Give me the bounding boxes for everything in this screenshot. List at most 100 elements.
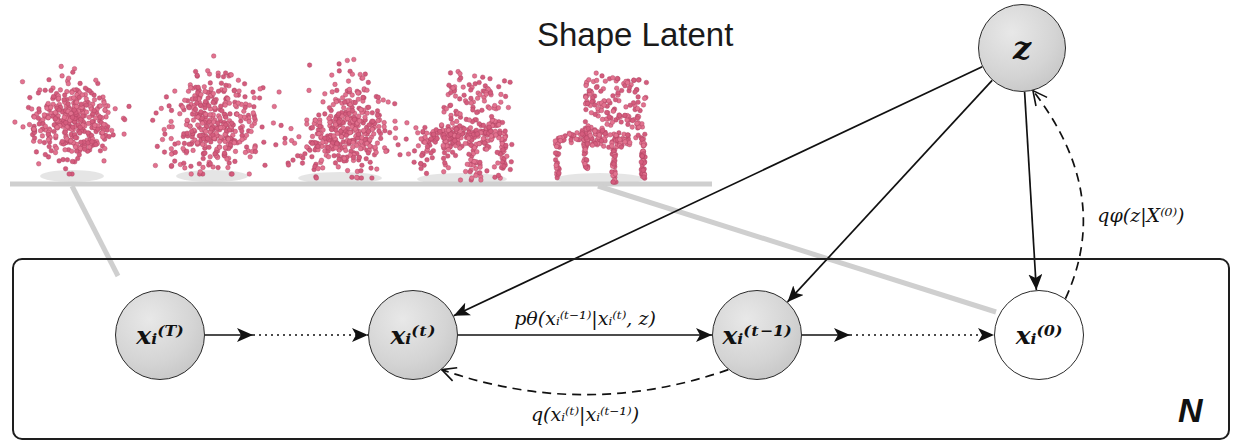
cloud-point — [447, 83, 452, 88]
cloud-point — [639, 160, 644, 165]
cloud-point — [361, 76, 366, 81]
cloud-point — [189, 164, 194, 169]
cloud-point — [317, 131, 322, 136]
cloud-point — [611, 180, 616, 185]
cloud-point — [78, 81, 83, 86]
cloud-point — [162, 150, 167, 155]
cloud-point — [236, 78, 241, 83]
cloud-point — [47, 144, 52, 149]
cloud-point — [611, 108, 616, 113]
cloud-point — [357, 155, 362, 160]
cloud-point — [295, 153, 300, 158]
cloud-point — [100, 135, 105, 140]
cloud-point — [454, 127, 459, 132]
cloud-point — [185, 118, 190, 123]
cloud-point — [326, 154, 331, 159]
cloud-point — [480, 108, 485, 113]
cloud-point — [599, 89, 604, 94]
cloud-point — [223, 71, 228, 76]
cloud-point — [314, 176, 319, 181]
cloud-point — [327, 116, 332, 121]
connector-segment — [205, 334, 253, 336]
cloud-point — [32, 136, 37, 141]
cloud-point — [182, 141, 187, 146]
cloud-point — [172, 159, 177, 164]
cloud-point — [195, 123, 200, 128]
cloud-point — [57, 159, 62, 164]
cloud-point — [419, 161, 424, 166]
cloud-point — [252, 104, 257, 109]
cloud-point — [494, 133, 499, 138]
cloud-point — [71, 96, 76, 101]
cloud-point — [262, 140, 267, 145]
cloud-point — [198, 133, 203, 138]
connector-segment — [802, 334, 850, 336]
edge-label-holder: qφ(z|X⁽⁰⁾) — [1095, 204, 1186, 226]
cloud-point — [604, 110, 609, 115]
cloud-point — [242, 82, 247, 87]
cloud-point — [187, 105, 192, 110]
cloud-point — [335, 142, 340, 147]
cloud-point — [482, 99, 487, 104]
cloud-point — [301, 156, 306, 161]
cloud-point — [376, 95, 381, 100]
cloud-point — [209, 127, 214, 132]
cloud-point — [414, 126, 419, 131]
cloud-point — [503, 129, 508, 134]
cloud-point — [623, 113, 628, 118]
cloud-point — [53, 150, 58, 155]
cloud-point — [200, 121, 205, 126]
cloud-point — [252, 95, 257, 100]
cloud-point — [444, 107, 449, 112]
cloud-point — [32, 115, 37, 120]
cloud-point — [469, 101, 474, 106]
cloud-point — [240, 129, 245, 134]
cloud-point — [40, 134, 45, 139]
cloud-point — [56, 96, 61, 101]
cloud-point — [623, 139, 628, 144]
cloud-point — [470, 176, 475, 181]
cloud-point — [208, 154, 213, 159]
cloud-point — [477, 122, 482, 127]
cloud-point — [78, 125, 83, 130]
cloud-point — [363, 115, 368, 120]
cloud-point — [182, 98, 187, 103]
connector — [454, 67, 982, 316]
cloud-point — [553, 151, 558, 156]
cloud-point — [374, 150, 379, 155]
cloud-point — [366, 151, 371, 156]
cloud-point — [229, 121, 234, 126]
cloud-point — [251, 111, 256, 116]
cloud-point — [373, 145, 378, 150]
cloud-point — [205, 68, 210, 73]
cloud-point — [482, 141, 487, 146]
cloud-point — [412, 160, 417, 165]
cloud-point — [625, 133, 630, 138]
cloud-point — [102, 122, 107, 127]
cloud-point — [626, 122, 631, 127]
cloud-point — [219, 125, 224, 130]
cloud-point — [250, 124, 255, 129]
cloud-point — [364, 156, 369, 161]
variable-name: xᵢ⁽⁰⁾ — [1016, 321, 1063, 350]
cloud-point — [424, 131, 429, 136]
cloud-point — [499, 100, 504, 105]
cloud-point — [70, 159, 75, 164]
cloud-point — [475, 132, 480, 137]
cloud-point — [458, 146, 463, 151]
cloud-point — [187, 142, 192, 147]
cloud-point — [343, 100, 348, 105]
cloud-point — [27, 122, 32, 127]
edge-label: qφ(z|X⁽⁰⁾) — [1095, 204, 1186, 226]
cloud-point — [182, 161, 187, 166]
cloud-point — [635, 116, 640, 121]
cloud-point — [77, 131, 82, 136]
cloud-point — [641, 103, 646, 108]
cloud-point — [316, 166, 321, 171]
cloud-point — [384, 149, 389, 154]
cloud-point — [611, 109, 616, 114]
cloud-point — [208, 161, 213, 166]
cloud-point — [251, 90, 256, 95]
cloud-point — [277, 90, 282, 95]
cloud-point — [201, 156, 206, 161]
